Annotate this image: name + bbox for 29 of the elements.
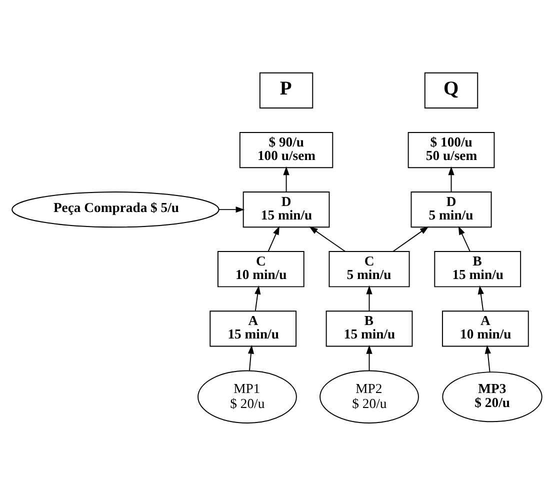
arrow	[448, 166, 454, 192]
node-box: Q	[424, 72, 478, 108]
node-ellipse: MP3 $ 20/u	[442, 371, 542, 422]
node-box: C 5 min/u	[328, 250, 410, 287]
node-box: D 5 min/u	[410, 191, 492, 228]
arrow	[478, 284, 484, 311]
node-box: $ 100/u 50 u/sem	[408, 131, 495, 168]
node-box: P	[259, 72, 314, 108]
node-ellipse: Peça Comprada $ 5/u	[12, 191, 220, 228]
node-ellipse: MP2 $ 20/u	[320, 370, 419, 423]
arrow	[248, 344, 254, 370]
node-box: A 15 min/u	[210, 310, 297, 346]
node-box: B 15 min/u	[326, 310, 413, 346]
arrow	[366, 284, 372, 311]
arrow	[392, 226, 429, 252]
arrow	[484, 344, 491, 372]
arrow	[254, 284, 261, 311]
arrow	[458, 226, 470, 252]
arrow	[366, 344, 372, 370]
node-box: D 15 min/u	[242, 191, 330, 228]
arrow	[309, 226, 346, 252]
arrow	[283, 166, 290, 192]
arrow	[218, 206, 245, 212]
node-ellipse: MP1 $ 20/u	[198, 370, 297, 423]
node-box: B 15 min/u	[434, 250, 522, 287]
node-box: $ 90/u 100 u/sem	[239, 131, 334, 168]
node-box: C 10 min/u	[217, 250, 304, 287]
arrow	[268, 226, 280, 252]
node-box: A 10 min/u	[442, 310, 529, 346]
